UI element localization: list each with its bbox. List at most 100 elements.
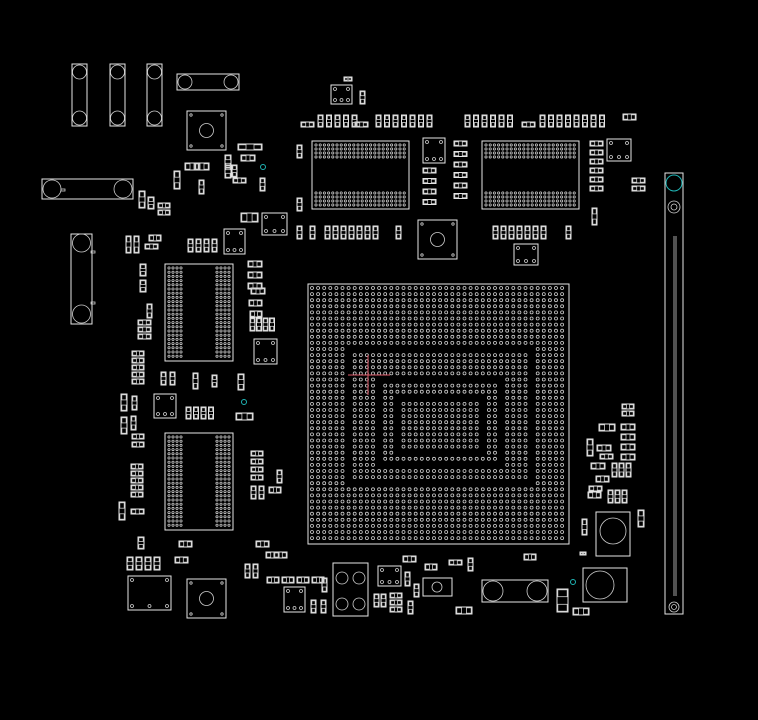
- memory-ball: [219, 312, 223, 316]
- bga-ball: [444, 359, 449, 364]
- bga-ball: [511, 408, 516, 412]
- passive-pad: [179, 541, 185, 547]
- passive-pad: [507, 122, 513, 127]
- bga-ball: [395, 383, 400, 388]
- bga-ball: [432, 530, 436, 534]
- memory-ball: [314, 191, 318, 195]
- passive-pad: [188, 246, 193, 252]
- passive-pad: [557, 603, 568, 612]
- inductor: [582, 567, 628, 603]
- memory-ball: [394, 203, 398, 207]
- passive-pad: [638, 510, 644, 517]
- memory-ball: [171, 354, 175, 358]
- bga-ball: [340, 456, 345, 461]
- bga-ball: [450, 420, 455, 425]
- bga-ball: [340, 377, 345, 382]
- passive-pad: [241, 155, 247, 161]
- passive-pad: [557, 122, 562, 127]
- passive-component: [211, 374, 218, 388]
- memory-ball: [335, 191, 339, 195]
- memory-ball: [227, 515, 231, 519]
- bga-ball: [419, 286, 424, 290]
- bga-ball: [316, 536, 321, 540]
- bga-ball: [340, 444, 345, 449]
- bga-ball: [493, 322, 497, 327]
- bga-ball: [316, 511, 321, 516]
- passive-component: [424, 563, 438, 571]
- bga-ball: [444, 530, 449, 534]
- memory-ball: [175, 295, 179, 299]
- memory-ball: [179, 435, 183, 439]
- bga-ball: [529, 499, 534, 504]
- passive-pad: [461, 183, 467, 188]
- memory-ball: [394, 191, 398, 195]
- bga-ball: [328, 426, 333, 431]
- passive-pad: [212, 239, 217, 245]
- bga-ball: [328, 408, 333, 412]
- bga-ball: [413, 505, 418, 510]
- passive-pad: [253, 564, 258, 570]
- bga-ball: [358, 377, 363, 382]
- memory-ball: [335, 147, 339, 151]
- memory-ball: [179, 469, 183, 473]
- sot-pad: [292, 606, 297, 610]
- bga-ball: [523, 359, 528, 364]
- passive-component: [131, 371, 145, 378]
- cap-pad: [72, 110, 87, 126]
- bga-ball: [432, 340, 436, 345]
- bga-ball: [425, 292, 430, 297]
- passive-pad: [612, 463, 617, 469]
- bga-ball: [407, 408, 412, 412]
- passive-pad: [533, 226, 538, 232]
- bga-ball: [468, 487, 473, 492]
- bga-ball: [438, 383, 443, 388]
- memory-ball: [501, 203, 505, 207]
- passive-pad: [140, 287, 146, 292]
- passive-pad: [196, 246, 201, 252]
- bga-ball: [523, 292, 528, 297]
- bga-ball: [511, 377, 516, 382]
- memory-ball: [314, 195, 318, 199]
- memory-ball: [167, 346, 171, 350]
- bga-ball: [444, 456, 449, 461]
- connector-mount-hole: [668, 601, 680, 613]
- passive-component: [453, 172, 468, 178]
- memory-ball: [364, 147, 368, 151]
- passive-pad: [626, 471, 631, 477]
- passive-pad: [597, 177, 603, 182]
- bga-ball: [383, 298, 388, 303]
- memory-ball: [564, 143, 568, 147]
- passive-pad: [138, 471, 143, 476]
- bga-ball: [401, 365, 406, 370]
- passive-pad: [622, 404, 627, 409]
- bga-ball: [340, 432, 345, 437]
- memory-ball: [331, 191, 335, 195]
- bga-ball: [377, 511, 382, 516]
- memory-ball: [369, 203, 373, 207]
- bga-ball: [493, 438, 497, 443]
- bga-ball: [419, 359, 424, 364]
- passive-pad: [174, 182, 180, 189]
- bga-ball: [432, 426, 436, 431]
- memory-ball: [560, 199, 564, 203]
- memory-ball: [522, 155, 526, 159]
- passive-pad: [612, 471, 617, 477]
- memory-ball: [360, 195, 364, 199]
- mosfet-package: [332, 562, 369, 617]
- bga-ball: [340, 316, 345, 321]
- bga-ball: [511, 420, 516, 425]
- passive-pad: [258, 475, 263, 480]
- bga-ball: [316, 298, 321, 303]
- bga-ball: [310, 493, 314, 498]
- memory-ball: [343, 199, 347, 203]
- bga-ball: [401, 292, 406, 297]
- bga-ball: [474, 444, 479, 449]
- memory-ball: [402, 155, 406, 159]
- bga-ball: [328, 304, 333, 309]
- memory-ball: [219, 498, 223, 502]
- bga-ball: [560, 456, 564, 461]
- inductor-pad: [585, 570, 615, 600]
- bga-ball: [499, 371, 504, 376]
- inductor-pad: [189, 144, 193, 148]
